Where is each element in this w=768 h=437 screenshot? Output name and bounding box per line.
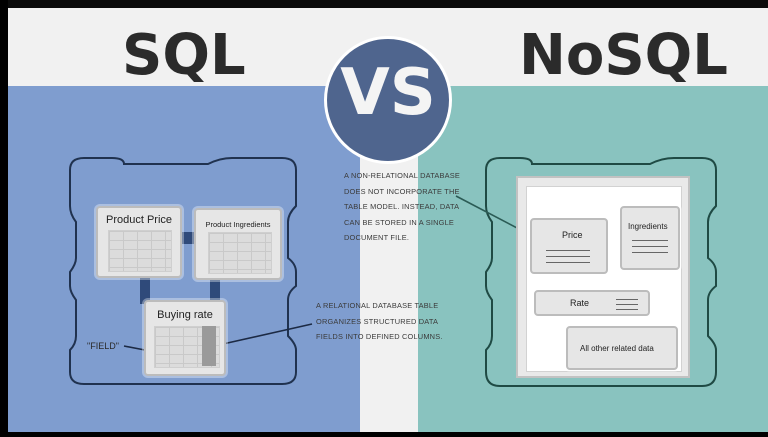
- sql-description: A RELATIONAL DATABASE TABLE ORGANIZES ST…: [316, 301, 443, 341]
- sql-database-outline: [69, 157, 297, 385]
- table-product-price-label: Product Price: [105, 214, 173, 226]
- field-price: Price: [530, 218, 608, 274]
- field-price-label: Price: [562, 230, 583, 240]
- field-rate: Rate: [534, 290, 650, 316]
- text-line: [632, 246, 668, 247]
- left-border: [0, 0, 8, 437]
- text-line: [616, 299, 638, 300]
- text-line: [546, 262, 590, 263]
- text-line: [546, 256, 590, 257]
- connector-left-vertical: [140, 272, 150, 304]
- table-product-ingredients: Product Ingredients: [194, 208, 282, 280]
- field-other-data-label: All other related data: [580, 344, 654, 353]
- vs-badge: [324, 36, 452, 164]
- table-grid: [108, 230, 172, 272]
- highlighted-column: [202, 326, 216, 366]
- bottom-border: [0, 432, 768, 437]
- connector-right-vertical: [210, 272, 220, 304]
- text-line: [632, 240, 668, 241]
- table-buying-rate-label: Buying rate: [157, 309, 213, 321]
- top-border: [0, 0, 768, 8]
- text-line: [616, 309, 638, 310]
- field-rate-label: Rate: [570, 298, 590, 308]
- nosql-title: NoSQL: [519, 23, 728, 88]
- field-ingredients-label: Ingredients: [628, 222, 668, 231]
- field-other-data: All other related data: [566, 326, 678, 370]
- table-grid: [208, 232, 272, 274]
- field-ingredients: Ingredients: [620, 206, 680, 270]
- field-label: "FIELD": [87, 341, 119, 351]
- text-line: [632, 252, 668, 253]
- sql-pointer-line: [213, 323, 313, 347]
- nosql-database-outline: [485, 157, 717, 387]
- table-buying-rate: Buying rate: [144, 300, 226, 376]
- nosql-description: A NON-RELATIONAL DATABASE DOES NOT INCOR…: [344, 171, 461, 242]
- vs-label: VS: [340, 56, 436, 130]
- sql-title: SQL: [122, 23, 246, 88]
- text-line: [546, 250, 590, 251]
- table-product-price: Product Price: [96, 206, 182, 278]
- table-product-ingredients-label: Product Ingredients: [205, 220, 271, 229]
- sql-panel: [8, 86, 360, 437]
- text-line: [616, 304, 638, 305]
